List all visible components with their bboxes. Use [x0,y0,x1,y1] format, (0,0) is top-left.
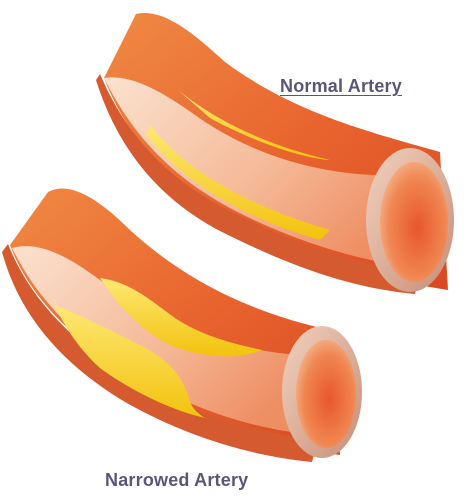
normal-artery-label: Normal Artery [280,76,402,97]
narrowed-artery-label: Narrowed Artery [105,470,248,491]
normal-artery-opening [380,162,448,282]
narrowed-artery-opening [296,340,356,448]
